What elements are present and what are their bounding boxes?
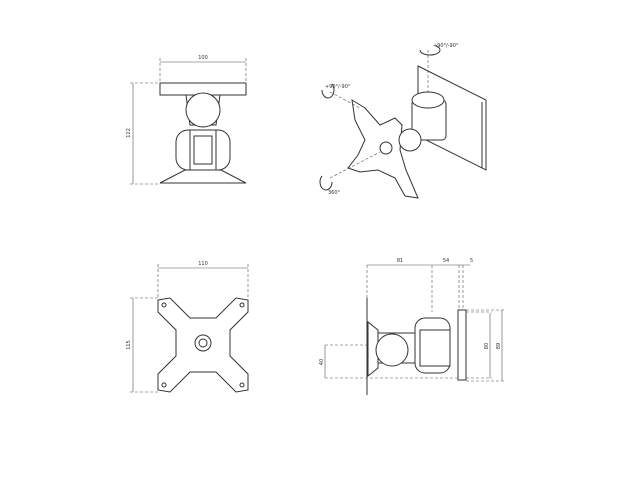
dim-depth-5: 5 xyxy=(470,258,473,264)
label-swivel: +90°/-90° xyxy=(433,43,459,49)
dim-depth-54: 54 xyxy=(443,258,449,264)
dim-height-115: 115 xyxy=(126,340,132,350)
dim-height-122: 122 xyxy=(126,128,132,138)
dim-depth-81: 81 xyxy=(397,258,403,264)
swivel-arrow-icon xyxy=(419,45,441,56)
view-isometric: +90°/-90° +90°/-90° 360° xyxy=(319,43,487,199)
dim-height-89: 89 xyxy=(496,343,502,349)
tilt-arrow-icon xyxy=(321,83,335,99)
dim-height-80: 80 xyxy=(484,343,490,349)
label-tilt: +90°/-90° xyxy=(325,84,351,90)
view-plate-front: 110 115 xyxy=(126,261,249,393)
rotate-arrow-icon xyxy=(319,175,333,191)
view-side: 81 54 5 80 89 40 xyxy=(319,258,504,395)
label-rotate: 360° xyxy=(328,190,341,196)
dim-width-110: 110 xyxy=(198,261,208,267)
view-front-top: 100 122 xyxy=(126,55,247,185)
dim-width-100: 100 xyxy=(198,55,208,61)
dim-offset-40: 40 xyxy=(319,359,325,365)
